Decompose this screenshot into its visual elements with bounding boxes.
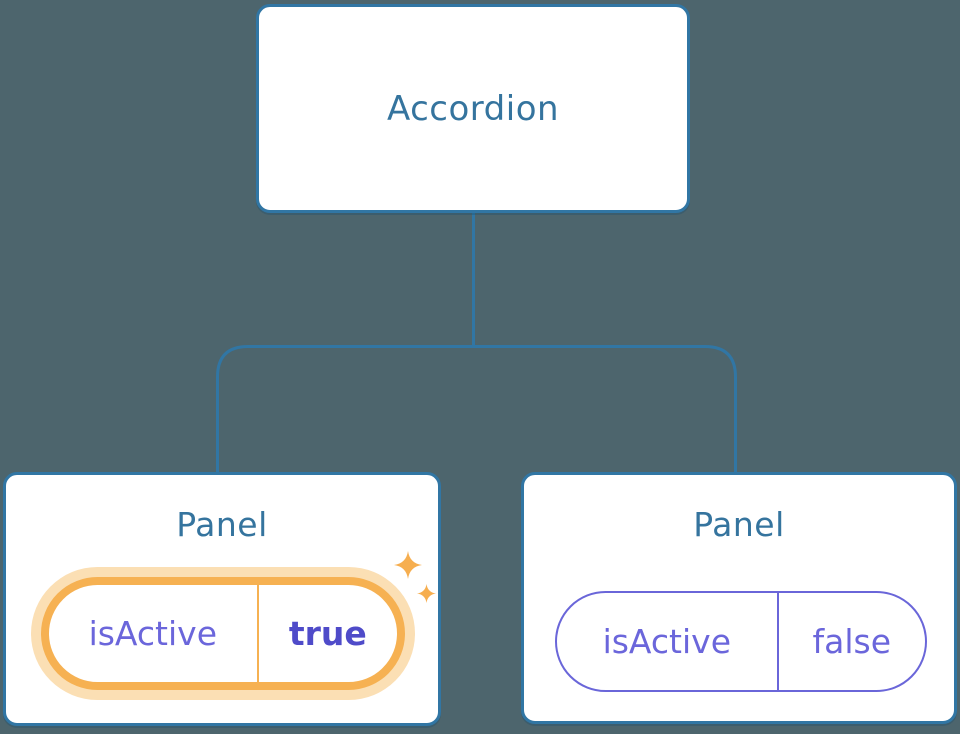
state-pill-active: isActive true [41, 577, 405, 690]
accordion-node-label: Accordion [386, 88, 560, 129]
state-value-label: true [288, 614, 367, 653]
panel-node-active: Panel isActive true [3, 472, 441, 726]
panel-node-label: Panel [693, 505, 785, 544]
panel-node-label: Panel [176, 505, 268, 544]
state-name-label: isActive [602, 622, 732, 661]
pill-divider [256, 585, 259, 682]
panel-node-inactive: Panel isActive false [521, 472, 957, 724]
sparkle-icon-small [417, 584, 436, 603]
accordion-node: Accordion [256, 4, 690, 213]
sparkle-icon-large [394, 551, 422, 579]
state-value-label: false [812, 622, 892, 661]
state-pill-inactive: isActive false [555, 591, 927, 692]
state-name-label: isActive [88, 614, 218, 653]
pill-divider [776, 593, 779, 690]
